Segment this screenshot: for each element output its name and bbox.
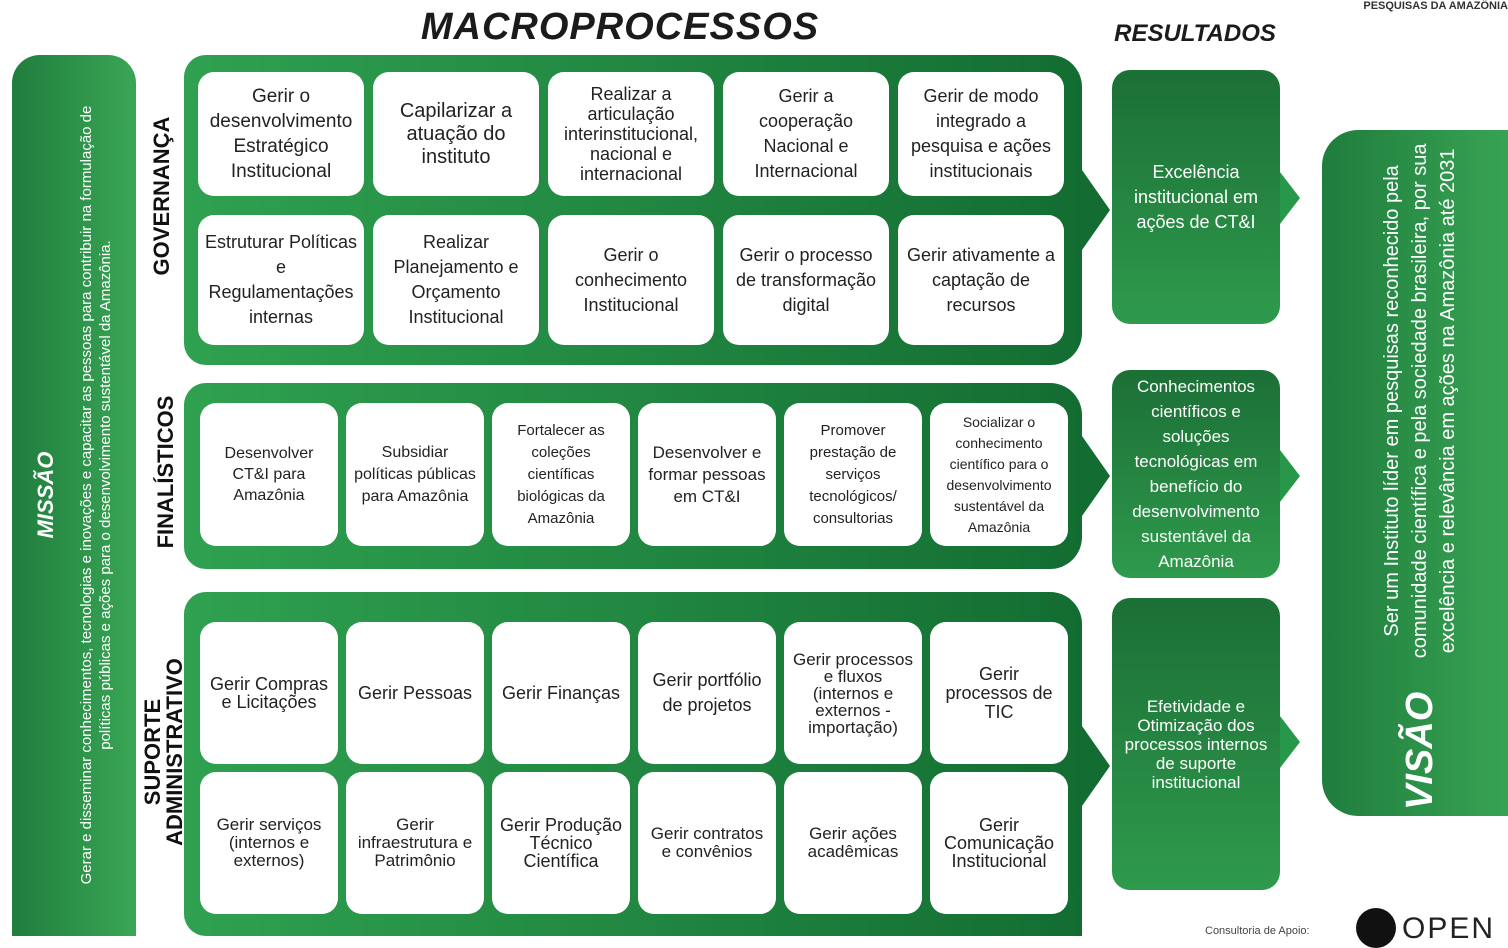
card-contratos-convenios: Gerir contratos e convênios: [638, 772, 776, 914]
card-fortalecer-colecoes: Fortalecer as coleções científicas bioló…: [492, 403, 630, 546]
card-cooperacao-nacional-internacional: Gerir a cooperação Nacional e Internacio…: [723, 72, 889, 196]
finalisticos-label: FINALÍSTICOS: [153, 395, 178, 549]
card-articulacao-interinstitucional: Realizar a articulação interinstituciona…: [548, 72, 714, 196]
result-conhecimentos-cientificos: Conhecimentos científicos e soluções tec…: [1112, 370, 1280, 578]
result-arrow-1: [1280, 172, 1300, 224]
card-capilarizar-atuacao: Capilarizar a atuação do instituto: [373, 72, 539, 196]
card-compras-licitacoes: Gerir Compras e Licitações: [200, 622, 338, 764]
card-conhecimento-institucional: Gerir o conhecimento Institucional: [548, 215, 714, 345]
open-logo-text: OPEN: [1402, 912, 1496, 945]
open-logo-icon: [1356, 908, 1396, 948]
card-socializar-conhecimento: Socializar o conhecimento científico par…: [930, 403, 1068, 546]
mission-content: MISSÃO Gerar e disseminar conhecimentos,…: [12, 55, 136, 935]
vision-title: VISÃO: [1398, 691, 1441, 810]
card-pesquisa-acoes-institucionais: Gerir de modo integrado a pesquisa e açõ…: [898, 72, 1064, 196]
card-producao-tecnico-cientifica: Gerir Produção Técnico Científica: [492, 772, 630, 914]
mission-panel: [12, 55, 136, 936]
card-acoes-academicas: Gerir ações acadêmicas: [784, 772, 922, 914]
vision-panel: [1322, 130, 1508, 816]
finalisticos-arrow: [1082, 436, 1110, 516]
suporte-arrow: [1082, 726, 1110, 806]
governanca-arrow: [1082, 170, 1110, 250]
card-desenvolver-formar-pessoas: Desenvolver e formar pessoas em CT&I: [638, 403, 776, 546]
card-planejamento-orcamento: Realizar Planejamento e Orçamento Instit…: [373, 215, 539, 345]
resultados-title: RESULTADOS: [1114, 20, 1276, 47]
result-excelencia-institucional: Excelência institucional em ações de CT&…: [1112, 70, 1280, 324]
card-gerir-desenvolvimento-estrategico: Gerir o desenvolvimento Estratégico Inst…: [198, 72, 364, 196]
card-processos-fluxos: Gerir processos e fluxos (internos e ext…: [784, 622, 922, 764]
suporte-label: SUPORTE ADMINISTRATIVO: [140, 658, 187, 846]
card-comunicacao-institucional: Gerir Comunicação Institucional: [930, 772, 1068, 914]
vision-text: Ser um Instituto líder em pesquisas reco…: [1381, 143, 1459, 659]
card-gerir-pessoas: Gerir Pessoas: [346, 622, 484, 764]
governanca-label: GOVERNANÇA: [149, 116, 174, 276]
suporte-label-line1: SUPORTE: [140, 698, 165, 806]
mission-title: MISSÃO: [33, 451, 58, 539]
card-estruturar-politicas: Estruturar Políticas e Regulamentações i…: [198, 215, 364, 345]
card-portfolio-projetos: Gerir portfólio de projetos: [638, 622, 776, 764]
vision-content: VISÃO Ser um Instituto líder em pesquisa…: [1320, 130, 1508, 811]
card-desenvolver-cti: Desenvolver CT&I para Amazônia: [200, 403, 338, 546]
card-subsidiar-politicas: Subsidiar políticas públicas para Amazôn…: [346, 403, 484, 546]
card-infraestrutura-patrimonio: Gerir infraestrutura e Patrimônio: [346, 772, 484, 914]
card-captacao-recursos: Gerir ativamente a captação de recursos: [898, 215, 1064, 345]
suporte-label-line2: ADMINISTRATIVO: [162, 658, 187, 846]
result-arrow-2: [1280, 450, 1300, 502]
card-processos-tic: Gerir processos de TIC: [930, 622, 1068, 764]
consultoria-label: Consultoria de Apoio:: [1205, 925, 1310, 937]
corner-organization-text: PESQUISAS DA AMAZÔNIA: [1363, 0, 1508, 12]
result-efetividade-otimizacao: Efetividade e Otimização dos processos i…: [1112, 598, 1280, 890]
card-gerir-servicos: Gerir serviços (internos e externos): [200, 772, 338, 914]
card-transformacao-digital: Gerir o processo de transformação digita…: [723, 215, 889, 345]
card-prestacao-servicos: Promover prestação de serviços tecnológi…: [784, 403, 922, 546]
mission-text: Gerar e disseminar conhecimentos, tecnol…: [78, 105, 114, 885]
card-gerir-financas: Gerir Finanças: [492, 622, 630, 764]
macroprocessos-title: MACROPROCESSOS: [420, 6, 820, 48]
result-arrow-3: [1280, 716, 1300, 768]
